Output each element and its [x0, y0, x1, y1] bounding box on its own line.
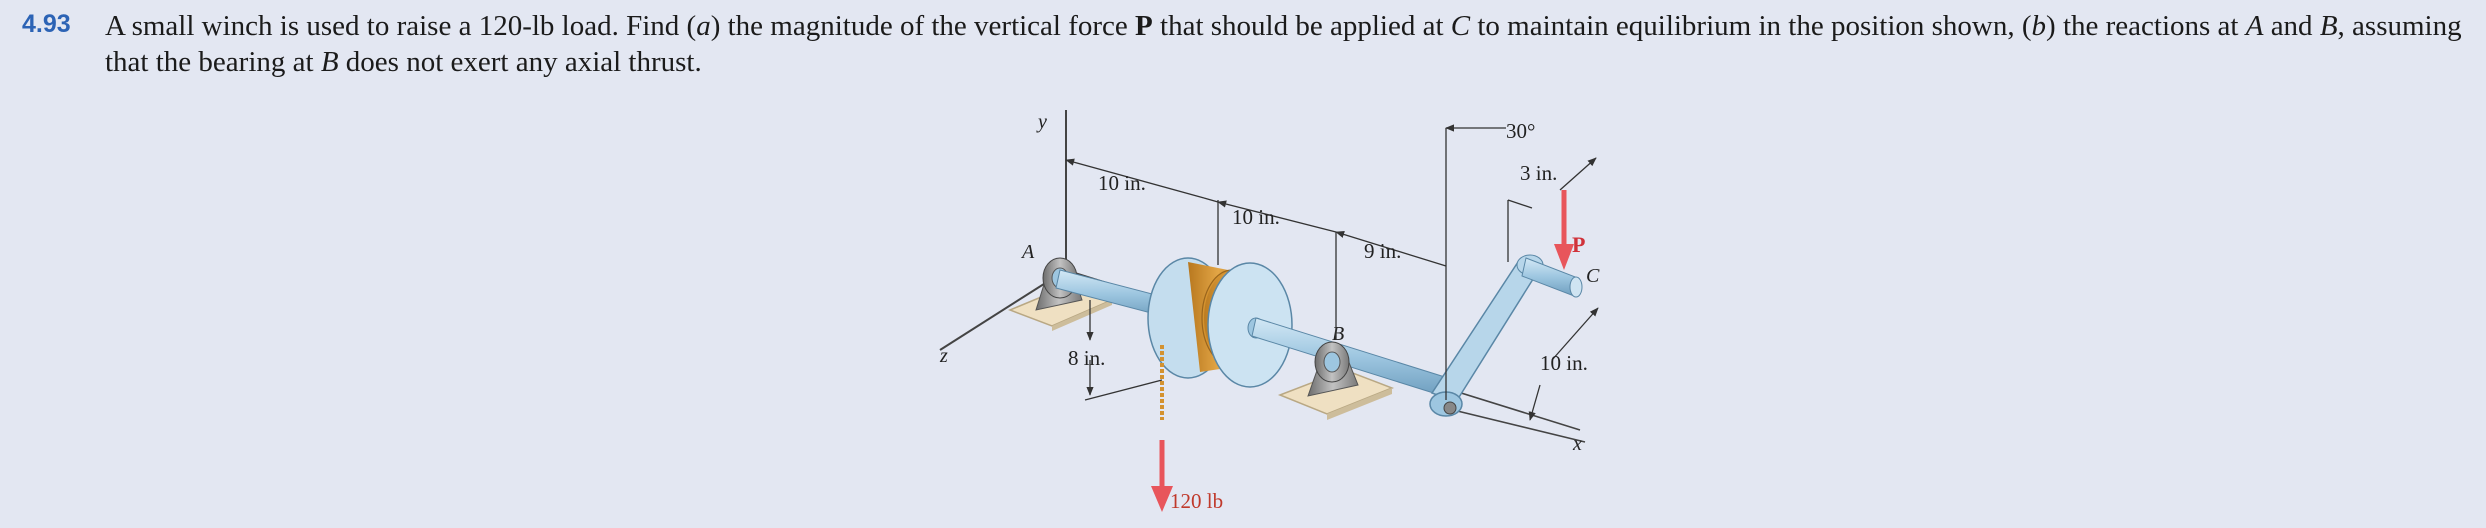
point-c-marker: C [1586, 265, 1600, 287]
crank-arm [1429, 254, 1583, 417]
text-seg: to maintain equilibrium in the position … [1470, 10, 2032, 42]
load-arrow [1151, 440, 1173, 512]
dim-drum-radius: 8 in. [1068, 346, 1105, 370]
problem-statement: A small winch is used to raise a 120-lb … [105, 8, 2465, 80]
x-axis-label: x [1572, 433, 1582, 455]
bearing-b [1277, 341, 1395, 420]
point-a-marker: A [1020, 241, 1035, 263]
point-a-label: A [2245, 10, 2264, 42]
part-b-label: b [2031, 10, 2047, 42]
text-seg: and [2263, 10, 2320, 42]
point-b-label: B [2319, 10, 2338, 42]
dim-crank: 10 in. [1540, 351, 1588, 375]
dim-b-to-crank: 9 in. [1364, 239, 1401, 263]
text-seg: ) the reactions at [2046, 10, 2246, 42]
z-axis-label: z [939, 345, 948, 367]
load-label: 120 lb [1170, 489, 1223, 513]
point-b-marker: B [1332, 323, 1344, 345]
dimension-lines [1065, 124, 1599, 421]
drum [1147, 257, 1293, 388]
dim-handle: 3 in. [1520, 161, 1557, 185]
force-p-arrow [1554, 190, 1574, 270]
problem-number: 4.93 [22, 10, 71, 38]
dim-drum-to-b: 10 in. [1232, 205, 1280, 229]
y-axis-label: y [1036, 111, 1047, 133]
text-seg: does not exert any axial thrust. [338, 46, 702, 78]
text-seg: that should be applied at [1152, 10, 1451, 42]
force-p-label: P [1572, 232, 1585, 257]
part-a-label: a [696, 10, 711, 42]
point-c-label: C [1450, 10, 1471, 42]
text-seg: , assuming that the bearing at [105, 10, 2462, 78]
text-seg: ) the magnitude of the vertical force [710, 10, 1136, 42]
dim-a-to-drum: 10 in. [1098, 171, 1146, 195]
point-b-label: B [320, 46, 339, 78]
dim-angle: 30° [1506, 119, 1535, 143]
force-symbol: P [1135, 10, 1153, 42]
text-seg: A small winch is used to raise a 120-lb … [105, 10, 697, 42]
